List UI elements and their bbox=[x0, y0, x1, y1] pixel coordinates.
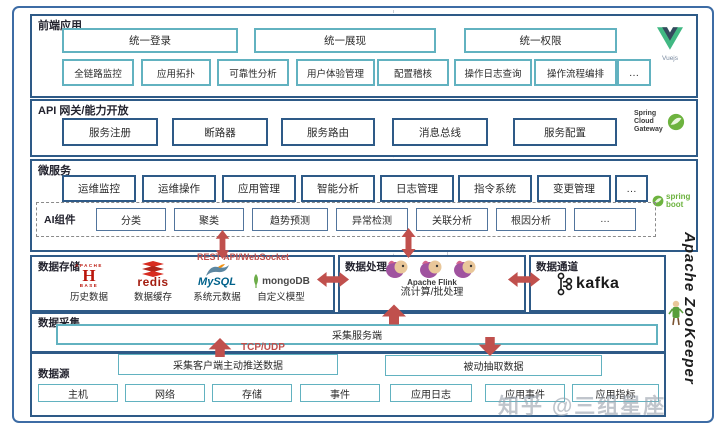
arrow-push-up bbox=[208, 338, 232, 357]
source-box-app-event: 应用事件 bbox=[485, 384, 565, 402]
gateway-box-service-routing: 服务路由 bbox=[281, 118, 375, 146]
flink-label: Apache Flink bbox=[407, 278, 457, 287]
storage-item-mongodb: mongoDB 自定义模型 bbox=[248, 259, 314, 303]
frontend-feature-box: 用户体验管理 bbox=[296, 59, 375, 86]
storage-caption: 系统元数据 bbox=[193, 292, 241, 303]
section-data-processing-title: 数据处理 bbox=[345, 261, 387, 273]
micro-box-ops-monitoring: 运维监控 bbox=[62, 175, 136, 202]
frontend-feature-box: 配置稽核 bbox=[377, 59, 449, 86]
micro-box-change-management: 变更管理 bbox=[537, 175, 611, 202]
kafka-label: kafka bbox=[576, 275, 620, 292]
micro-ellipsis-box: … bbox=[615, 175, 648, 202]
spring-leaf-icon bbox=[667, 113, 684, 131]
arrow-ai-processing bbox=[401, 228, 416, 258]
spring-cloud-gateway-logo: Spring Cloud Gateway bbox=[634, 110, 685, 134]
gateway-box-service-registry: 服务注册 bbox=[62, 118, 158, 146]
kafka-icon bbox=[557, 272, 573, 296]
scg-line: Gateway bbox=[634, 126, 663, 133]
micro-box-intelligent-analysis: 智能分析 bbox=[301, 175, 375, 202]
vuejs-icon bbox=[657, 27, 683, 50]
frontend-feature-box: 操作流程编排 bbox=[534, 59, 617, 86]
frontend-feature-box: 全链路监控 bbox=[62, 59, 134, 86]
source-box-event: 事件 bbox=[300, 384, 380, 402]
micro-box-app-management: 应用管理 bbox=[222, 175, 296, 202]
storage-item-mysql: MySQL 系统元数据 bbox=[186, 259, 248, 303]
arrow-storage-processing bbox=[316, 272, 350, 287]
zookeeper-mascot-icon bbox=[668, 300, 684, 326]
storage-item-hbase: APACHE H BASE 历史数据 bbox=[69, 263, 108, 303]
mysql-dolphin-icon bbox=[206, 264, 229, 276]
frontend-box-unified-permission: 统一权限 bbox=[464, 28, 617, 53]
section-data-storage bbox=[30, 255, 335, 312]
storage-caption: 自定义模型 bbox=[257, 292, 305, 303]
section-api-gateway-title: API 网关/能力开放 bbox=[38, 105, 129, 117]
arrow-pull-down bbox=[478, 337, 502, 356]
ai-components-container bbox=[36, 202, 656, 237]
storage-caption: 数据缓存 bbox=[133, 292, 172, 303]
source-box-storage: 存储 bbox=[212, 384, 292, 402]
ai-box-clustering: 聚类 bbox=[174, 208, 244, 231]
redis-icon bbox=[142, 261, 164, 277]
micro-box-ops-operation: 运维操作 bbox=[142, 175, 216, 202]
mongodb-leaf-icon bbox=[254, 274, 259, 288]
arrow-processing-channel bbox=[507, 272, 541, 287]
scg-line: Spring bbox=[634, 110, 657, 117]
source-box-app-log: 应用日志 bbox=[390, 384, 472, 402]
collection-server-bar: 采集服务端 bbox=[56, 324, 658, 345]
flink-squirrel-icon bbox=[386, 260, 408, 278]
storage-item-redis: redis 数据缓存 bbox=[122, 259, 184, 303]
rest-api-websocket-label: REST API/WebSocket bbox=[197, 252, 290, 262]
storage-caption: 历史数据 bbox=[69, 292, 108, 303]
flink-logo-group: Apache Flink 流计算/批处理 bbox=[352, 258, 512, 298]
arrow-collection-processing bbox=[382, 304, 406, 325]
section-data-sources-title: 数据源 bbox=[38, 368, 70, 380]
frontend-box-unified-display: 统一展现 bbox=[254, 28, 436, 53]
ai-box-root-cause-analysis: 根因分析 bbox=[496, 208, 566, 231]
source-box-host: 主机 bbox=[38, 384, 118, 402]
frontend-feature-box: 操作日志查询 bbox=[454, 59, 532, 86]
section-data-storage-title: 数据存储 bbox=[38, 261, 80, 273]
ai-box-anomaly-detection: 异常检测 bbox=[336, 208, 408, 231]
spring-boot-logo: spring boot bbox=[652, 193, 694, 209]
tcp-udp-label: TCP/UDP bbox=[241, 342, 285, 353]
flink-squirrel-icon bbox=[454, 260, 476, 278]
gateway-box-message-bus: 消息总线 bbox=[392, 118, 488, 146]
ai-ellipsis-box: … bbox=[574, 208, 636, 231]
scg-line: Cloud bbox=[634, 118, 654, 125]
gateway-box-service-config: 服务配置 bbox=[513, 118, 617, 146]
kafka-logo-group: kafka bbox=[556, 272, 619, 296]
ai-components-title: AI组件 bbox=[44, 214, 76, 226]
flink-squirrel-icon bbox=[420, 260, 442, 278]
zookeeper-label: Apache ZooKeeper bbox=[681, 232, 698, 385]
ai-box-trend-prediction: 趋势预测 bbox=[252, 208, 328, 231]
gateway-box-circuit-breaker: 断路器 bbox=[172, 118, 268, 146]
frontend-box-unified-login: 统一登录 bbox=[62, 28, 238, 53]
processing-caption: 流计算/批处理 bbox=[400, 287, 464, 298]
ai-box-correlation-analysis: 关联分析 bbox=[416, 208, 488, 231]
collection-push-box: 采集客户端主动推送数据 bbox=[118, 354, 338, 375]
section-microservices-title: 微服务 bbox=[38, 165, 71, 177]
zhihu-watermark: 知乎 @三组星座 bbox=[498, 395, 667, 418]
source-box-network: 网络 bbox=[125, 384, 205, 402]
hbase-icon: APACHE bbox=[75, 263, 103, 268]
ai-box-classification: 分类 bbox=[96, 208, 166, 231]
frontend-ellipsis-box: … bbox=[617, 59, 651, 86]
section-data-channel-title: 数据通道 bbox=[536, 261, 578, 273]
section-data-channel bbox=[529, 255, 666, 312]
micro-box-command-system: 指令系统 bbox=[458, 175, 532, 202]
frontend-feature-box: 可靠性分析 bbox=[217, 59, 289, 86]
arrow-ai-storage bbox=[215, 230, 230, 259]
collection-pull-box: 被动抽取数据 bbox=[385, 355, 602, 376]
frontend-feature-box: 应用拓扑 bbox=[141, 59, 211, 86]
source-box-app-metric: 应用指标 bbox=[572, 384, 659, 402]
micro-box-log-management: 日志管理 bbox=[380, 175, 454, 202]
vuejs-logo: Vuejs bbox=[648, 27, 692, 62]
spring-boot-label: spring boot bbox=[666, 192, 691, 209]
vuejs-caption: Vuejs bbox=[661, 55, 679, 62]
